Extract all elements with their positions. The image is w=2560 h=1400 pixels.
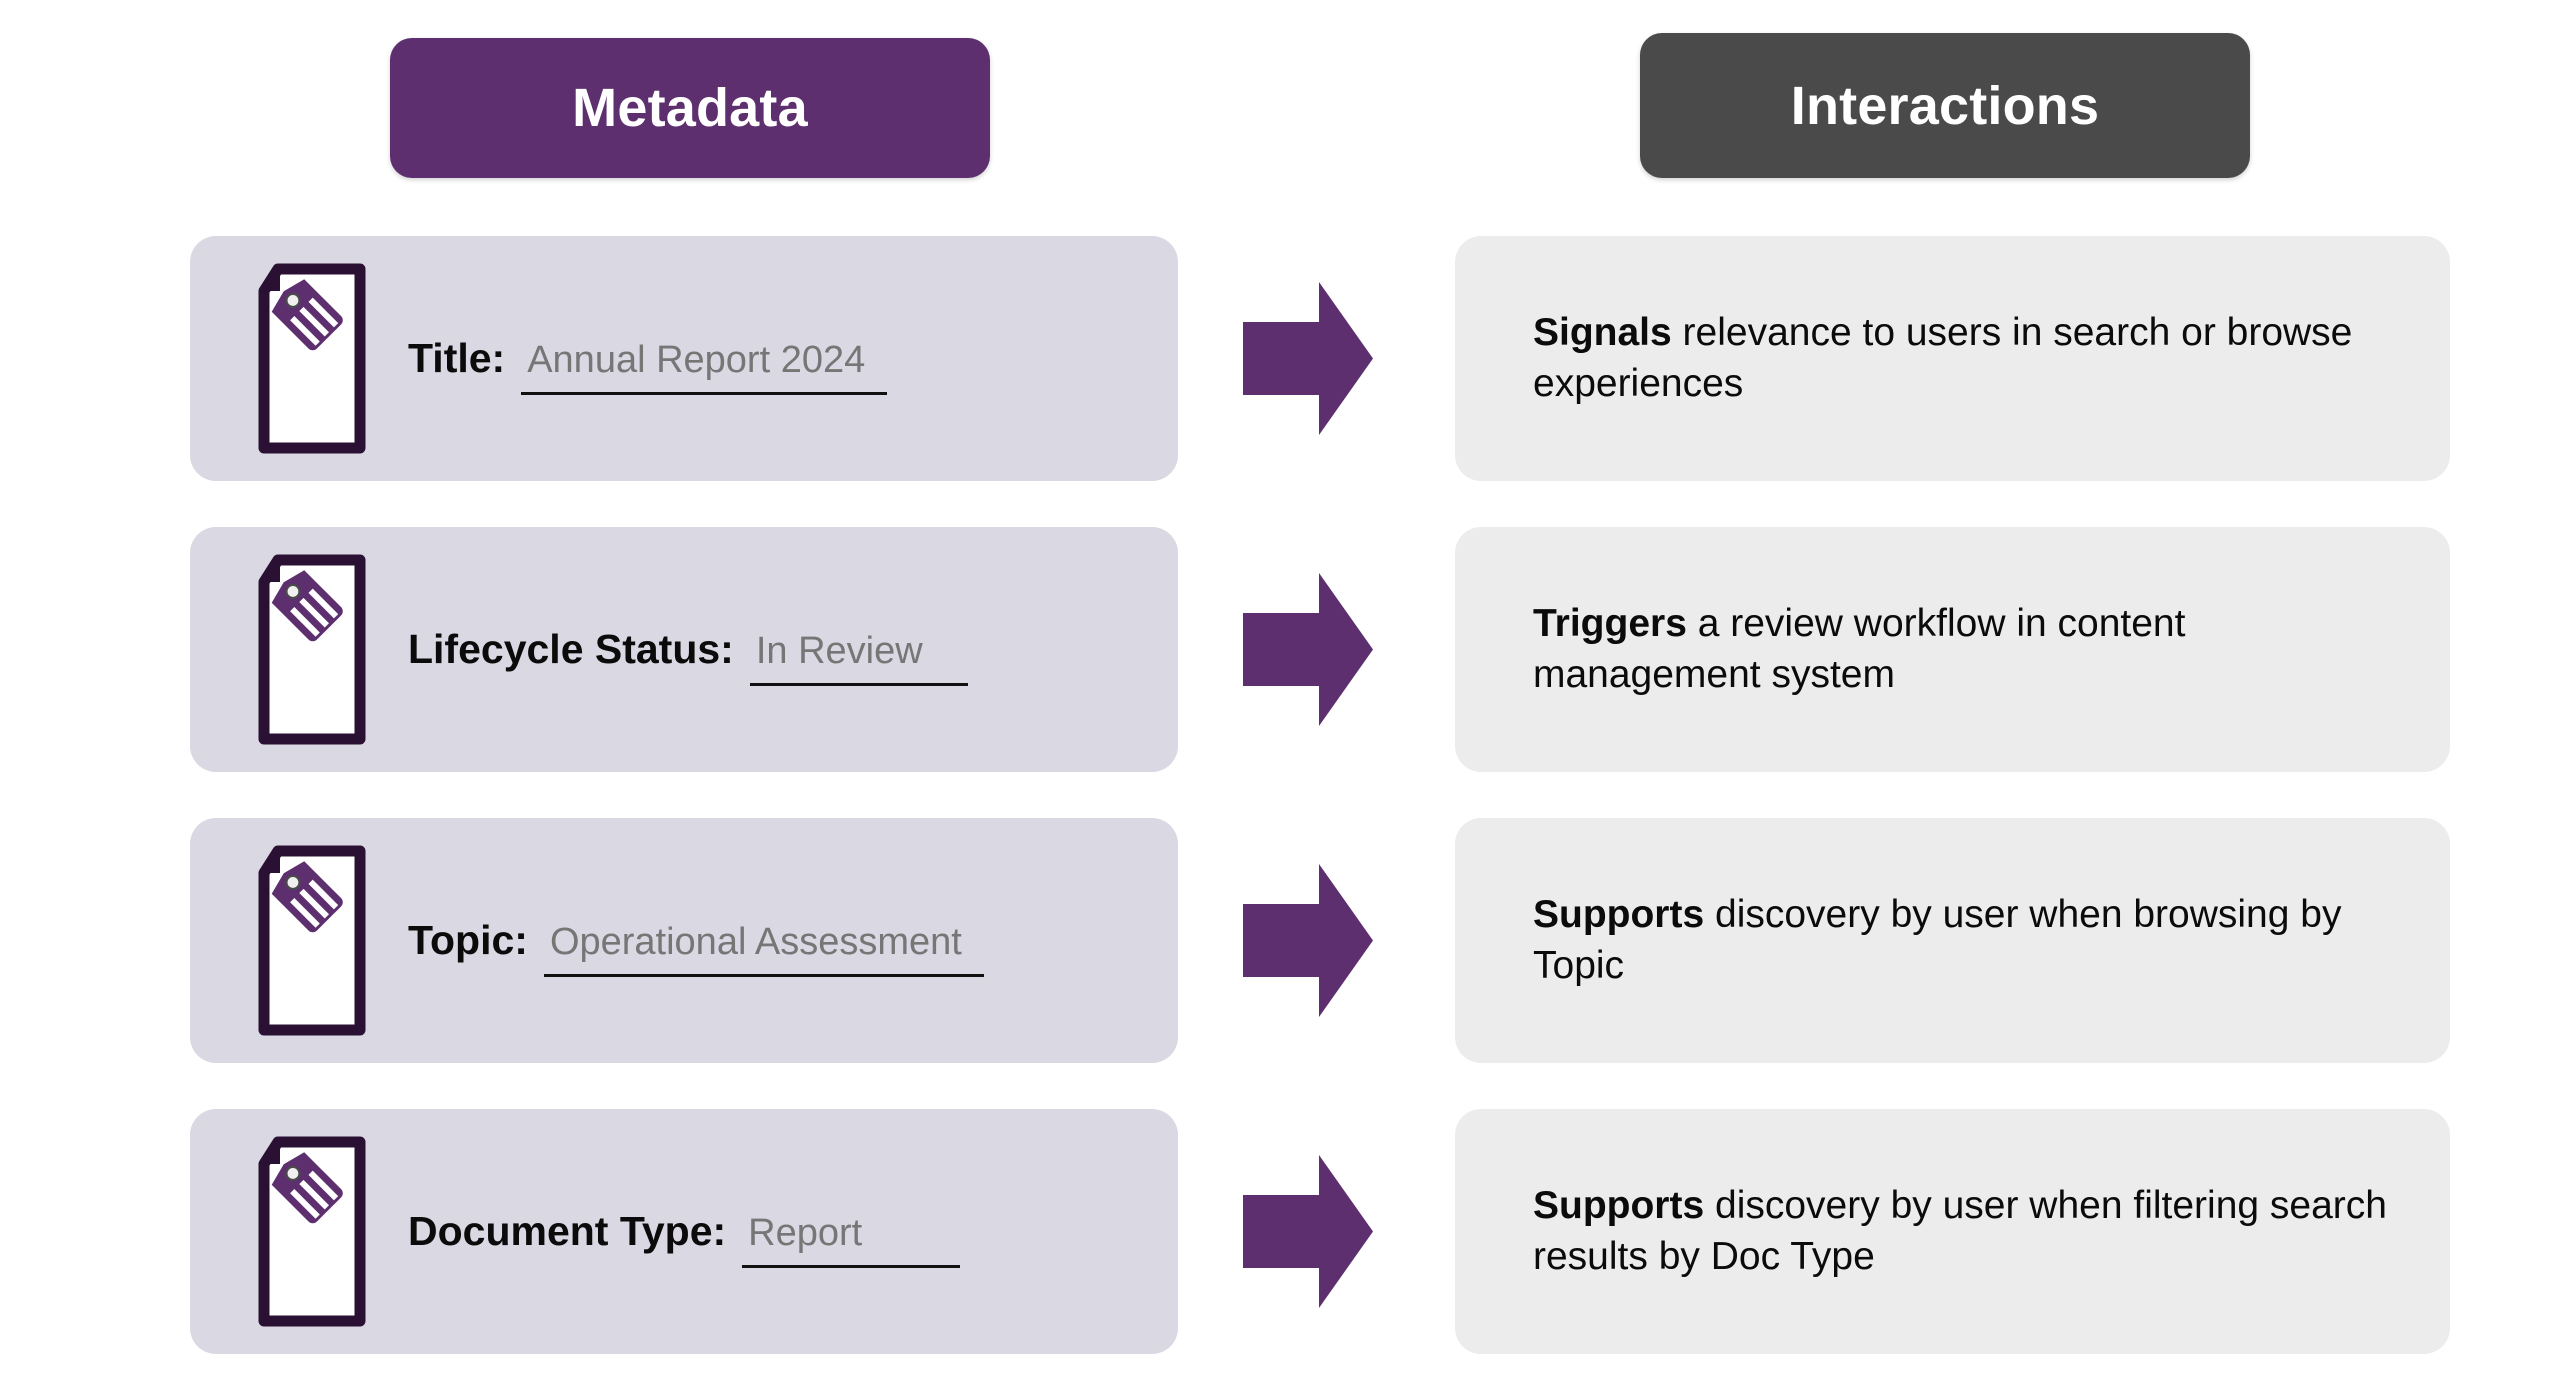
metadata-card[interactable]: Document Type: Report xyxy=(190,1109,1178,1354)
metadata-field: Lifecycle Status: In Review xyxy=(408,626,968,686)
metadata-field-label: Lifecycle Status: xyxy=(408,625,734,672)
arrow-right-icon xyxy=(1243,282,1373,435)
interaction-card[interactable]: Supports discovery by user when browsing… xyxy=(1455,818,2450,1063)
interaction-text: Supports discovery by user when filterin… xyxy=(1533,1181,2400,1282)
metadata-field-label: Document Type: xyxy=(408,1207,727,1254)
interactions-column-header: Interactions xyxy=(1640,33,2250,178)
metadata-field-input[interactable]: Report xyxy=(742,1211,961,1268)
metadata-field-value: Annual Report 2024 xyxy=(527,338,866,381)
interaction-card[interactable]: Signals relevance to users in search or … xyxy=(1455,236,2450,481)
metadata-field-input[interactable]: Operational Assessment xyxy=(543,920,984,977)
column-headers: Metadata Interactions xyxy=(0,0,2560,200)
arrow-right-icon xyxy=(1243,1155,1373,1308)
metadata-column-header: Metadata xyxy=(390,38,990,178)
interactions-header-label: Interactions xyxy=(1790,75,2100,136)
interaction-card[interactable]: Triggers a review workflow in content ma… xyxy=(1455,527,2450,772)
interaction-bold-lead: Supports xyxy=(1533,892,1705,936)
interaction-text: Supports discovery by user when browsing… xyxy=(1533,890,2400,991)
metadata-card[interactable]: Topic: Operational Assessment xyxy=(190,818,1178,1063)
metadata-field: Document Type: Report xyxy=(408,1207,961,1268)
interaction-bold-lead: Supports xyxy=(1533,1183,1705,1227)
interaction-card[interactable]: Supports discovery by user when filterin… xyxy=(1455,1109,2450,1354)
metadata-field-label: Title: xyxy=(408,334,506,381)
interaction-rest: discovery by user when browsing by Topic xyxy=(1533,892,2342,987)
metadata-field-value: Operational Assessment xyxy=(549,920,962,963)
interaction-text: Triggers a review workflow in content ma… xyxy=(1533,599,2400,700)
interaction-text: Signals relevance to users in search or … xyxy=(1533,308,2400,409)
table-row-1: Lifecycle Status: In Review Triggers a r… xyxy=(0,527,2560,772)
interaction-bold-lead: Triggers xyxy=(1533,601,1687,645)
interaction-rest: a review workflow in content management … xyxy=(1533,601,2186,696)
document-tag-icon xyxy=(258,554,366,745)
document-tag-icon xyxy=(258,1136,366,1327)
metadata-field-input[interactable]: In Review xyxy=(749,629,968,686)
metadata-header-label: Metadata xyxy=(572,78,808,138)
metadata-field-label: Topic: xyxy=(408,916,528,963)
metadata-field-value: Report xyxy=(748,1211,863,1254)
document-tag-icon xyxy=(258,263,366,454)
metadata-card[interactable]: Title: Annual Report 2024 xyxy=(190,236,1178,481)
table-row-2: Topic: Operational Assessment Supports d… xyxy=(0,818,2560,1063)
table-row-0: Title: Annual Report 2024 Signals releva… xyxy=(0,236,2560,481)
interaction-rest: relevance to users in search or browse e… xyxy=(1533,310,2353,405)
metadata-card[interactable]: Lifecycle Status: In Review xyxy=(190,527,1178,772)
arrow-right-icon xyxy=(1243,573,1373,726)
interaction-rest: discovery by user when filtering search … xyxy=(1533,1183,2387,1278)
metadata-field-input[interactable]: Annual Report 2024 xyxy=(521,338,888,395)
metadata-interaction-rows: Title: Annual Report 2024 Signals releva… xyxy=(0,236,2560,1400)
metadata-field: Topic: Operational Assessment xyxy=(408,917,984,977)
interaction-bold-lead: Signals xyxy=(1533,310,1672,354)
table-row-3: Document Type: Report Supports discovery… xyxy=(0,1109,2560,1354)
document-tag-icon xyxy=(258,845,366,1036)
metadata-field: Title: Annual Report 2024 xyxy=(408,334,888,395)
metadata-field-value: In Review xyxy=(755,629,923,672)
arrow-right-icon xyxy=(1243,864,1373,1017)
